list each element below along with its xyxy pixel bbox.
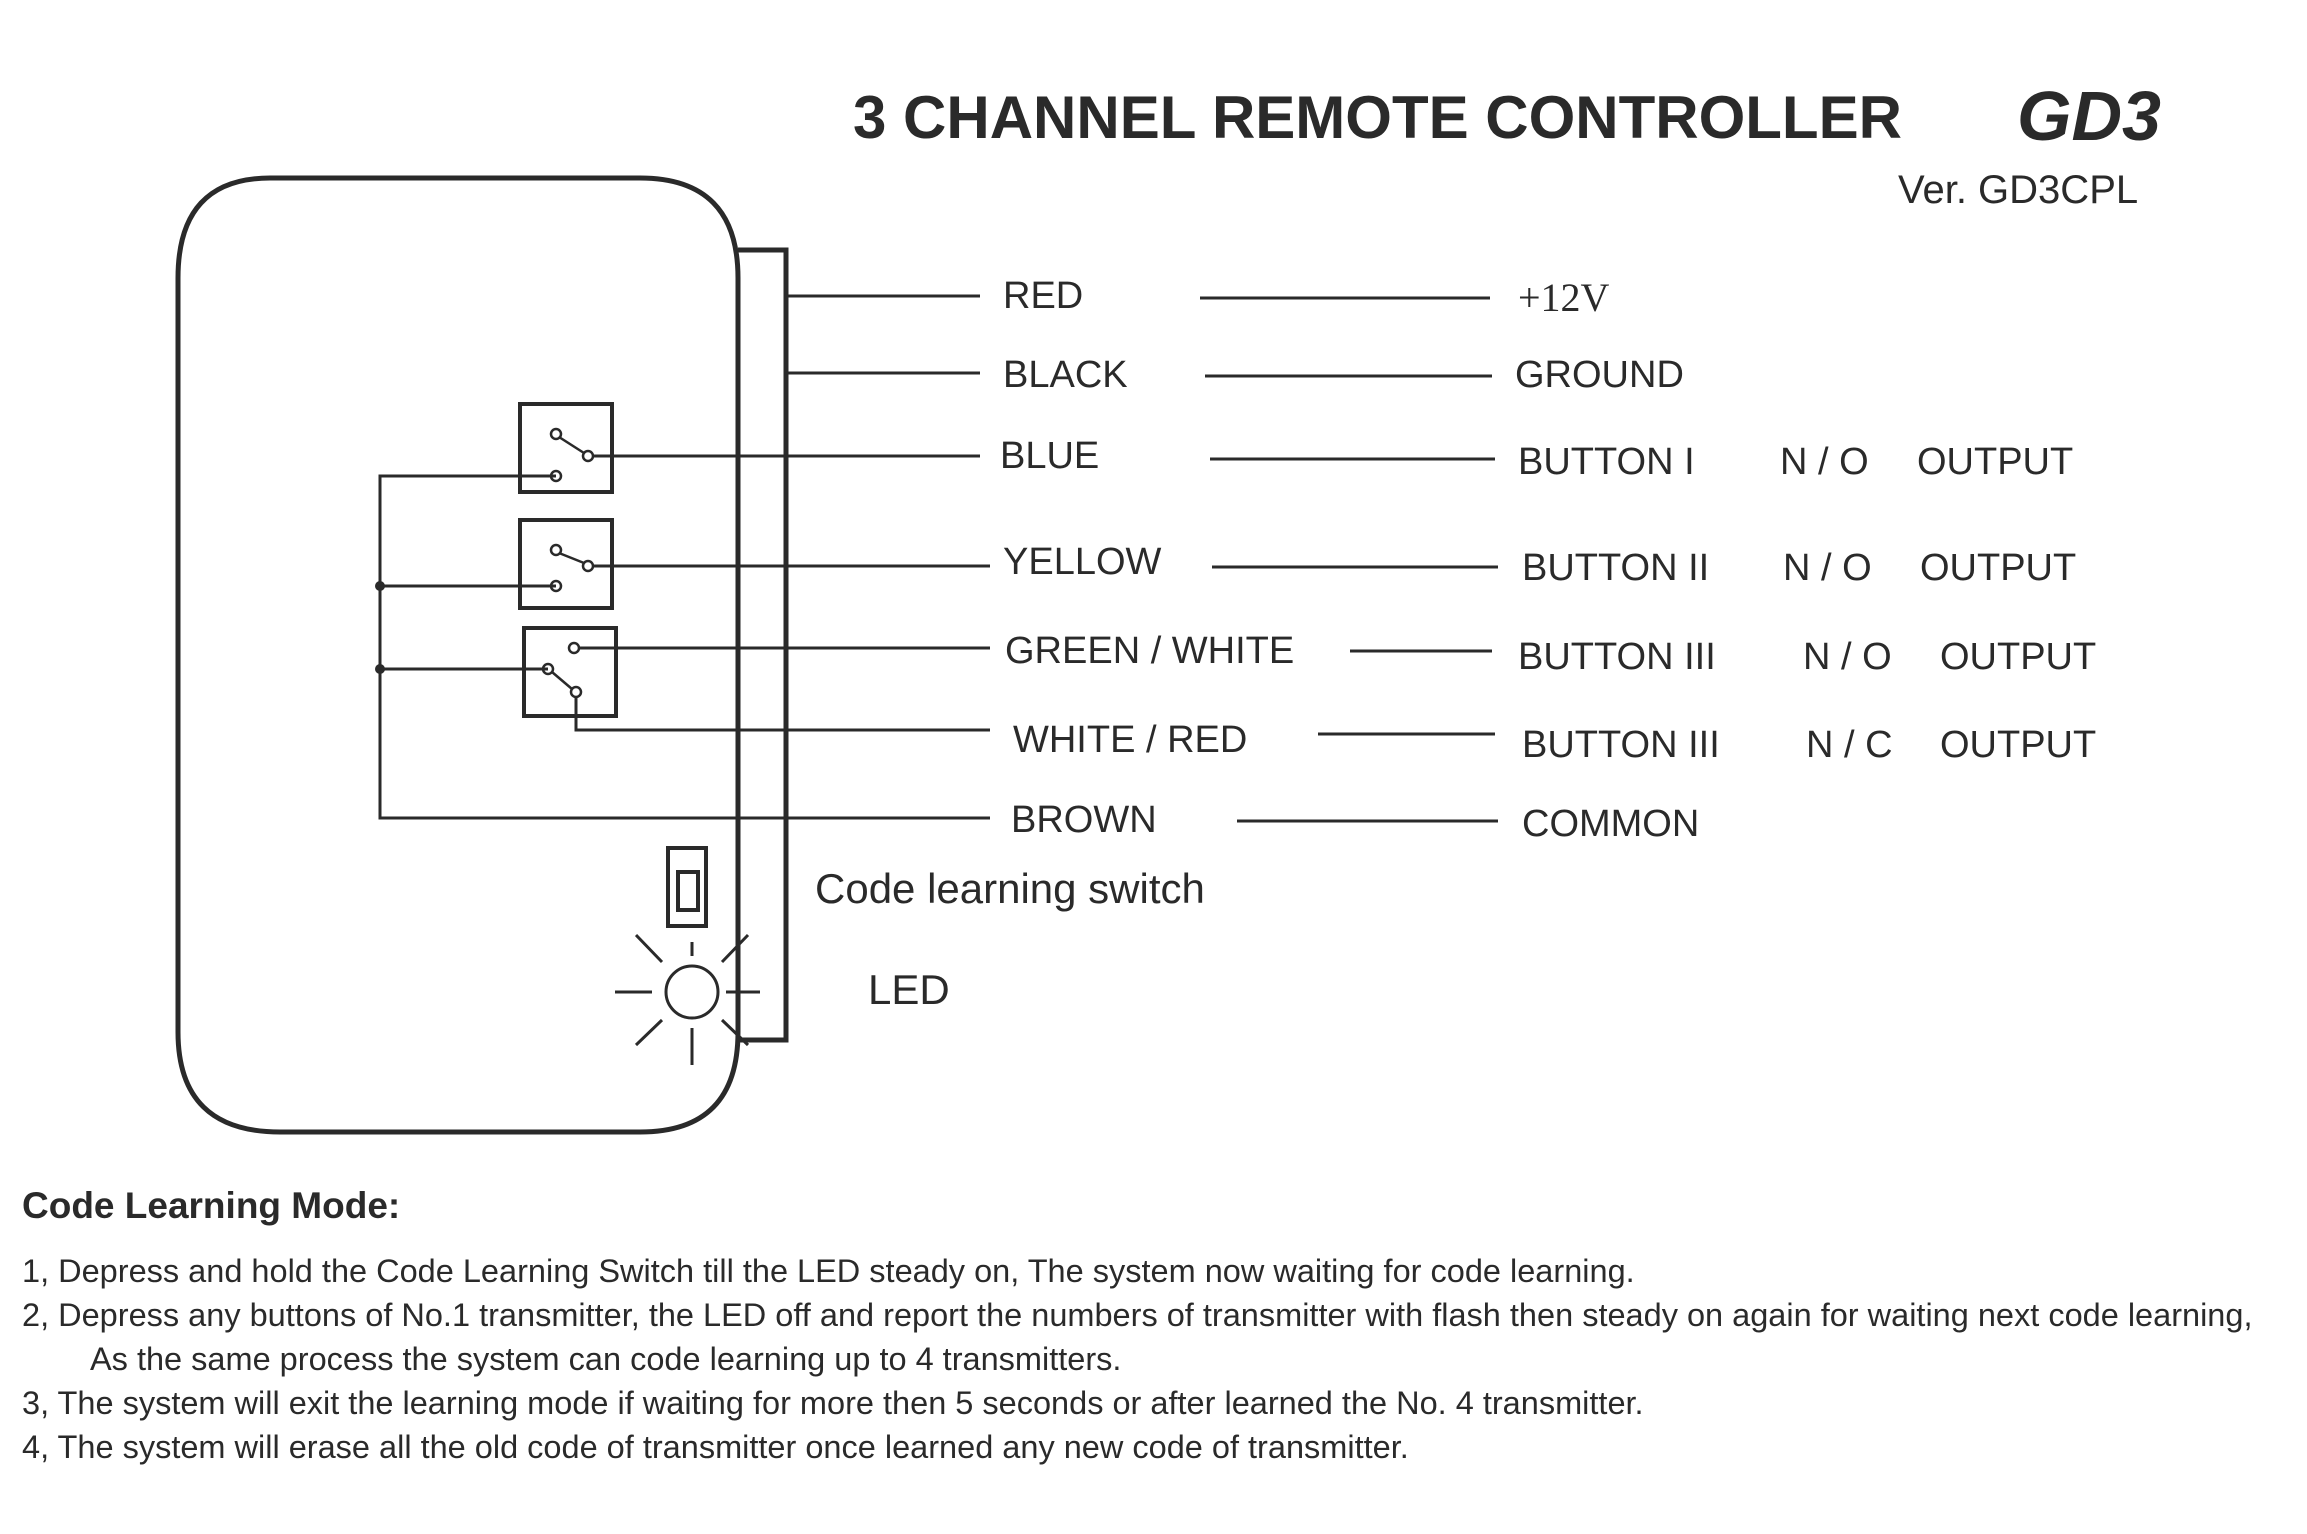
version-label: Ver. GD3CPL bbox=[1898, 168, 2138, 212]
function-leaders bbox=[1200, 296, 1498, 823]
contact-type-1: N / O bbox=[1780, 441, 1869, 483]
list-item: 3, The system will exit the learning mod… bbox=[22, 1385, 1644, 1421]
relay-wiring bbox=[378, 454, 990, 820]
controller-housing bbox=[175, 175, 741, 1135]
function-button-1: BUTTON I bbox=[1518, 441, 1695, 483]
output-label-1: OUTPUT bbox=[1917, 441, 2073, 483]
wire-color-yellow: YELLOW bbox=[1003, 541, 1162, 583]
contact-type-2: N / O bbox=[1783, 547, 1872, 589]
function-button-3-no: BUTTON III bbox=[1518, 636, 1716, 678]
notes-list: 1, Depress and hold the Code Learning Sw… bbox=[22, 1249, 2292, 1469]
code-switch-label: Code learning switch bbox=[815, 865, 1205, 912]
wire-color-green-white: GREEN / WHITE bbox=[1005, 630, 1294, 672]
relay-2 bbox=[518, 518, 614, 610]
list-item: 4, The system will erase all the old cod… bbox=[22, 1429, 1409, 1465]
output-label-2: OUTPUT bbox=[1920, 547, 2076, 589]
connector-leads bbox=[786, 294, 980, 375]
led-icon bbox=[615, 933, 760, 1065]
junction-dot bbox=[375, 664, 385, 674]
output-label-3-no: OUTPUT bbox=[1940, 636, 2096, 678]
model-name: GD3 bbox=[2017, 77, 2161, 155]
function-ground: GROUND bbox=[1515, 354, 1684, 396]
list-item: 1, Depress and hold the Code Learning Sw… bbox=[22, 1253, 1635, 1289]
wire-color-blue: BLUE bbox=[1000, 435, 1099, 477]
wire-color-black: BLACK bbox=[1003, 354, 1128, 396]
relay-1 bbox=[518, 402, 614, 494]
output-label-3-nc: OUTPUT bbox=[1940, 724, 2096, 766]
list-item: 2, Depress any buttons of No.1 transmitt… bbox=[22, 1297, 2253, 1377]
wire-color-red: RED bbox=[1003, 275, 1083, 317]
wiring-diagram: 3 CHANNEL REMOTE CONTROLLER GD3 Ver. GD3… bbox=[175, 77, 2161, 1135]
function-common: COMMON bbox=[1522, 803, 1699, 845]
wire-color-brown: BROWN bbox=[1011, 799, 1157, 841]
notes-heading: Code Learning Mode: bbox=[22, 1185, 401, 1226]
contact-type-3-nc: N / C bbox=[1806, 724, 1893, 766]
relay-3 bbox=[522, 626, 618, 718]
function-button-2: BUTTON II bbox=[1522, 547, 1709, 589]
code-learning-instructions: Code Learning Mode: 1, Depress and hold … bbox=[22, 1185, 2292, 1469]
junction-dot bbox=[375, 581, 385, 591]
led-label: LED bbox=[868, 966, 950, 1013]
connector-strip bbox=[738, 247, 789, 1043]
function-button-3-nc: BUTTON III bbox=[1522, 724, 1720, 766]
contact-type-3-no: N / O bbox=[1803, 636, 1892, 678]
wire-color-white-red: WHITE / RED bbox=[1013, 719, 1247, 761]
code-learning-switch bbox=[666, 846, 708, 928]
diagram-title: 3 CHANNEL REMOTE CONTROLLER bbox=[853, 84, 1902, 151]
function-power: +12V bbox=[1518, 275, 1610, 320]
